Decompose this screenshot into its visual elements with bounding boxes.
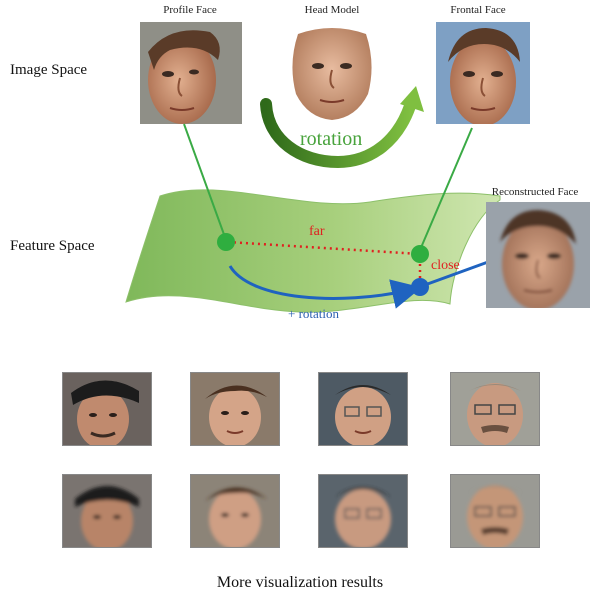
profile-feature-point: [217, 233, 235, 251]
thumb-input-1: [62, 372, 152, 446]
plus-rotation-text: + rotation: [288, 306, 340, 321]
plus-rotation-arrow: [228, 265, 422, 309]
profile-face-image: [140, 22, 242, 124]
rotation-arrow: [260, 98, 416, 169]
thumb-output-4: [450, 474, 540, 548]
thumb-output-2: [190, 474, 280, 548]
thumb-input-4: [450, 372, 540, 446]
frontal-projection-line: [419, 127, 473, 251]
feature-space-label: Feature Space: [10, 238, 95, 254]
thumb-input-3: [318, 372, 408, 446]
profile-face-label: Profile Face: [163, 4, 217, 16]
frontal-feature-point: [411, 245, 429, 263]
far-dotted-line: [227, 240, 421, 256]
far-text: far: [309, 224, 325, 239]
frontal-face-label: Frontal Face: [450, 4, 506, 16]
close-text: close: [431, 258, 460, 273]
frontal-face-image: [436, 22, 530, 124]
thumb-output-1: [62, 474, 152, 548]
figure-caption: More visualization results: [216, 574, 384, 591]
rotation-text: rotation: [300, 128, 363, 150]
reconstructed-face-label: Reconstructed Face: [491, 186, 579, 198]
diagram-svg: [125, 86, 501, 313]
thumb-input-2: [190, 372, 280, 446]
profile-projection-line: [183, 123, 227, 241]
feature-manifold: [125, 189, 501, 313]
rotated-feature-point: [411, 278, 429, 296]
head-model-label: Head Model: [304, 4, 360, 16]
head-model-image: [286, 24, 378, 120]
reconstructed-face-image: [486, 202, 590, 308]
reconstruction-line: [421, 260, 489, 288]
thumb-output-3: [318, 474, 408, 548]
image-space-label: Image Space: [10, 62, 88, 78]
